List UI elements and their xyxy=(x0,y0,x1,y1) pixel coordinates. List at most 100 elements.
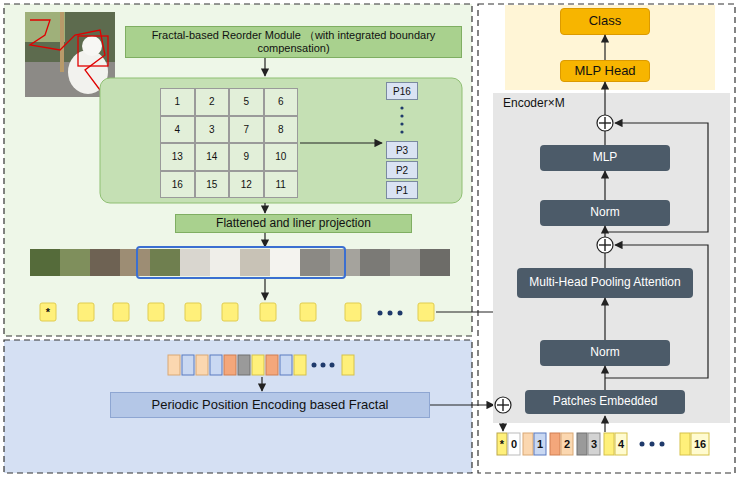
ellipsis-dot xyxy=(650,442,655,447)
flow-connector xyxy=(604,35,605,60)
residual-line xyxy=(605,123,708,232)
flow-arrow xyxy=(430,404,494,405)
process-box: Flattened and liner projection xyxy=(175,214,412,233)
highlight-frame xyxy=(137,247,345,278)
position-index: 1 xyxy=(534,433,546,455)
flow-connector xyxy=(604,82,605,145)
image-patch xyxy=(390,249,420,276)
position-token xyxy=(196,355,208,375)
position-token xyxy=(508,433,520,455)
photo-pole xyxy=(60,12,64,72)
add-circle xyxy=(597,237,613,253)
patch-token xyxy=(680,433,690,455)
stack-dot xyxy=(400,130,403,133)
fractal-path xyxy=(30,20,105,90)
reorder-region xyxy=(100,78,462,203)
patch-token xyxy=(78,303,94,321)
token-mark: * xyxy=(40,303,56,321)
sequence-item: P16 xyxy=(386,82,418,100)
position-token xyxy=(294,355,306,375)
add-symbol xyxy=(495,397,511,413)
add-symbol xyxy=(597,115,613,131)
grid-cell: 4 xyxy=(160,116,195,144)
image-patch xyxy=(30,249,60,276)
box-label: Periodic Position Encoding based Fractal xyxy=(148,398,391,413)
add-stroke xyxy=(599,244,611,245)
encoding-box: Periodic Position Encoding based Fractal xyxy=(110,392,430,418)
box-label: Norm xyxy=(587,206,622,220)
class-token xyxy=(497,433,507,455)
token-mark: * xyxy=(497,433,507,455)
layer-box: Patches Embedded xyxy=(525,390,685,414)
patch-token xyxy=(604,433,614,455)
position-token-row xyxy=(168,355,354,375)
photo-foliage xyxy=(25,12,65,42)
ellipsis-dot xyxy=(398,311,403,316)
grid-cell: 3 xyxy=(195,116,230,144)
patch-token xyxy=(222,303,238,321)
residual-line xyxy=(605,245,708,378)
layer-box: Multi-Head Pooling Attention xyxy=(517,268,693,298)
image-patch xyxy=(300,249,330,276)
grid-cell: 16 xyxy=(160,171,195,199)
layer-box: MLP xyxy=(540,145,670,171)
encoding-panel xyxy=(4,340,472,473)
flow-arrow xyxy=(264,58,265,76)
position-token xyxy=(280,355,292,375)
sequence-item: P1 xyxy=(386,181,418,199)
add-symbol xyxy=(597,237,613,253)
box-label: Norm xyxy=(587,346,622,360)
head-box: MLP Head xyxy=(560,60,650,82)
image-patch xyxy=(210,249,240,276)
position-token xyxy=(210,355,222,375)
flow-arrow xyxy=(300,142,382,143)
flow-arrow xyxy=(264,279,265,300)
stack-dot xyxy=(400,122,403,125)
grid-cell: 9 xyxy=(229,143,264,171)
grid-cell: 6 xyxy=(264,88,299,116)
add-stroke xyxy=(604,117,605,129)
position-token xyxy=(224,355,236,375)
encoder-group: Encoder×MMLPNormMulti-Head Pooling Atten… xyxy=(493,93,730,423)
position-token xyxy=(168,355,180,375)
module-box: Fractal-based Reorder Module （with integ… xyxy=(125,26,462,58)
patch-token xyxy=(523,433,533,455)
flow-connector xyxy=(604,226,605,268)
add-circle xyxy=(597,115,613,131)
output-box: Class xyxy=(560,8,650,35)
position-index: 2 xyxy=(561,433,573,455)
embedded-token-row xyxy=(497,433,709,455)
position-token xyxy=(252,355,264,375)
position-index: 0 xyxy=(508,433,520,455)
patch-token xyxy=(260,303,276,321)
add-stroke xyxy=(497,404,509,405)
sequence-item: P3 xyxy=(386,141,418,159)
ellipsis-dot xyxy=(388,311,393,316)
grid-cell: 10 xyxy=(264,143,299,171)
position-token xyxy=(342,355,354,375)
fractal-block xyxy=(78,36,108,66)
stack-dot xyxy=(400,114,403,117)
box-label: Class xyxy=(586,14,625,29)
image-patch xyxy=(180,249,210,276)
box-label: Flattened and liner projection xyxy=(213,217,374,231)
position-index: 4 xyxy=(615,433,627,455)
grid-cell: 14 xyxy=(195,143,230,171)
grid-cell: 12 xyxy=(229,171,264,199)
box-label: Fractal-based Reorder Module （with integ… xyxy=(126,29,461,54)
ellipsis-dot xyxy=(660,442,665,447)
input-panel xyxy=(4,4,472,336)
patch-token xyxy=(113,303,129,321)
image-patch xyxy=(60,249,90,276)
patch-token xyxy=(300,303,316,321)
box-label: MLP xyxy=(590,151,621,165)
grid-cell: 15 xyxy=(195,171,230,199)
position-token xyxy=(534,433,546,455)
box-label: MLP Head xyxy=(571,64,638,79)
position-token xyxy=(561,433,573,455)
flow-arrow xyxy=(264,203,265,213)
position-index: 16 xyxy=(691,433,709,455)
image-patch xyxy=(270,249,300,276)
